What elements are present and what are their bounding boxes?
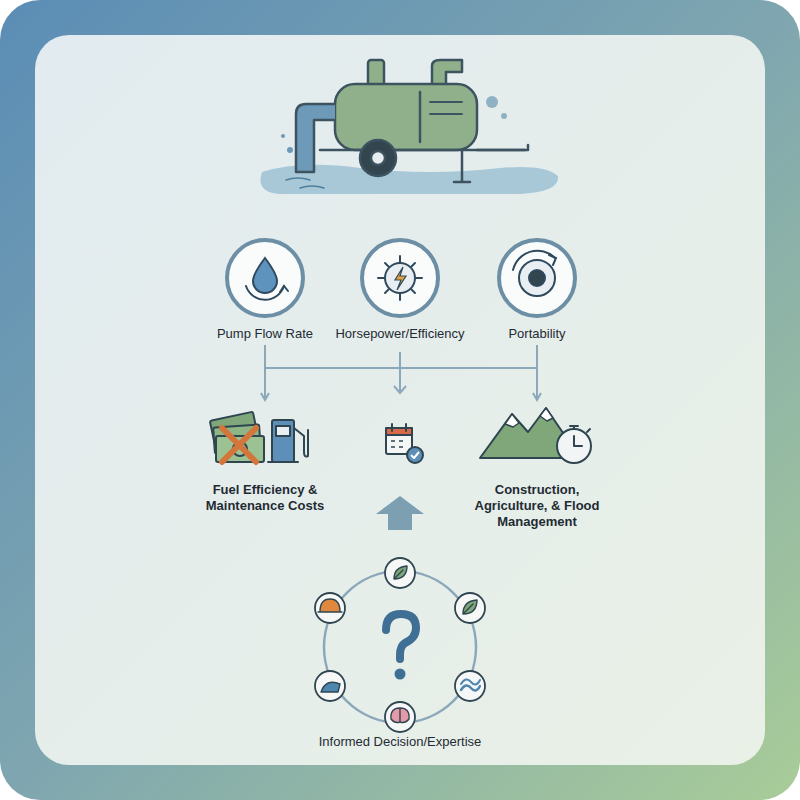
- outcome-icon: Construction, Agriculture, & Flood Manag…: [462, 402, 612, 530]
- node-label: Construction, Agriculture, & Flood Manag…: [462, 482, 612, 530]
- node-label: Fuel Efficiency & Maintenance Costs: [195, 482, 335, 514]
- factor-icon: Portability: [462, 238, 612, 342]
- factor-icon: Pump Flow Rate: [190, 238, 340, 342]
- node-label: Portability: [462, 326, 612, 342]
- node-label: Informed Decision/Expertise: [250, 734, 550, 750]
- factor-icon: Horsepower/Efficiency: [320, 238, 480, 342]
- node-label: Pump Flow Rate: [190, 326, 340, 342]
- outcome-icon: Fuel Efficiency & Maintenance Costs: [195, 402, 335, 514]
- flow-arrow: [536, 345, 538, 400]
- node-label: Horsepower/Efficiency: [320, 326, 480, 342]
- expertise-ring: Informed Decision/Expertise: [250, 568, 550, 750]
- flow-arrow: [264, 345, 266, 400]
